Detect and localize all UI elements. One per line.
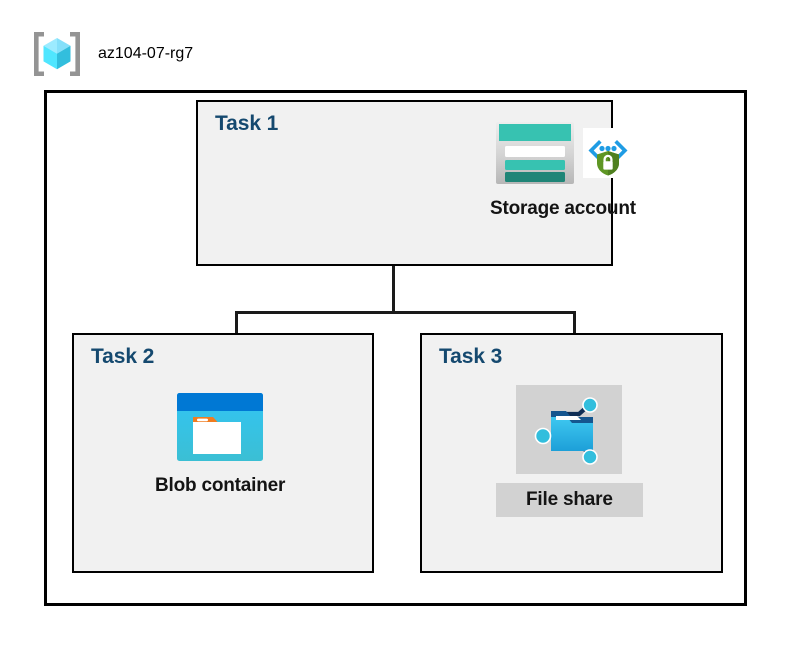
file-share-icon [535,397,599,465]
resource-group-title: az104-07-rg7 [98,45,194,62]
resource-file-share[interactable]: File share [496,385,643,517]
resource-blob-container[interactable]: Blob container [149,391,291,500]
resource-storage-account[interactable]: Storage account [484,120,642,223]
task-3-label: Task 3 [439,345,503,368]
blob-container-icon [177,393,264,461]
task-2-label: Task 2 [91,345,155,368]
storage-account-caption: Storage account [490,198,636,219]
file-share-icon-group [516,385,623,474]
storage-account-icon [495,122,574,184]
blob-container-icon-group [175,391,265,463]
connector-horizontal-bus [235,311,576,314]
task-1-box: Task 1 [196,100,636,266]
task-1-label: Task 1 [215,112,279,135]
resource-group-header: az104-07-rg7 [30,26,430,82]
resource-group-cube-icon [34,32,80,76]
task-2-box: Task 2 Blob container [72,333,374,573]
encryption-shield-icon [582,128,633,178]
storage-account-icon-group [493,120,633,186]
task-3-box: Task 3 [420,333,723,573]
file-share-caption: File share [496,483,643,517]
blob-container-caption: Blob container [155,475,286,496]
